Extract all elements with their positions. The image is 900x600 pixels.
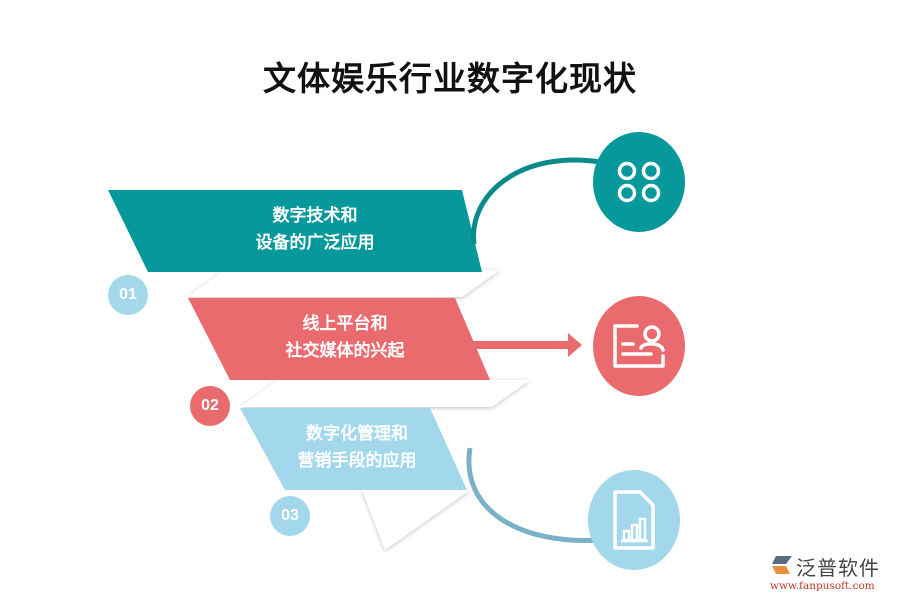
step-1-text: 数字技术和 设备的广泛应用	[200, 203, 430, 257]
connector-arrow-2	[470, 341, 570, 349]
ribbon-1	[108, 190, 482, 272]
connector-arc-1	[471, 157, 601, 245]
page-title: 文体娱乐行业数字化现状	[263, 59, 637, 98]
profile-card-icon	[613, 324, 665, 368]
connector-arc-3	[466, 447, 601, 543]
step-2-line1: 线上平台和	[302, 314, 388, 334]
four-circles-icon	[617, 161, 661, 203]
fold-strip-1	[187, 270, 500, 297]
step-2-badge: 02	[190, 386, 230, 426]
step-3-text: 数字化管理和 营销手段的应用	[247, 421, 467, 475]
logo-name: 泛普软件	[796, 556, 880, 580]
arrowhead-icon	[568, 333, 582, 357]
ribbon-2	[188, 298, 490, 380]
step-1-line1: 数字技术和	[272, 206, 358, 226]
step-1-icon-circle	[593, 132, 685, 232]
step-2-icon-circle	[593, 296, 685, 396]
fanpu-logo-icon	[772, 556, 792, 574]
fold-strip-3	[362, 490, 470, 550]
logo-url: www.fanpusoft.com	[770, 580, 875, 592]
step-2-text: 线上平台和 社交媒体的兴起	[230, 311, 460, 365]
step-1-badge: 01	[108, 275, 148, 315]
step-2-line2: 社交媒体的兴起	[285, 341, 405, 361]
step-3-icon-circle	[588, 470, 680, 570]
step-3-line2: 营销手段的应用	[297, 451, 417, 471]
step-3-line1: 数字化管理和	[306, 424, 408, 444]
step-1-line2: 设备的广泛应用	[255, 233, 375, 253]
ribbon-3	[240, 408, 467, 490]
step-3-badge: 03	[270, 496, 310, 536]
fold-strip-2	[240, 380, 530, 407]
document-chart-icon	[613, 490, 655, 550]
